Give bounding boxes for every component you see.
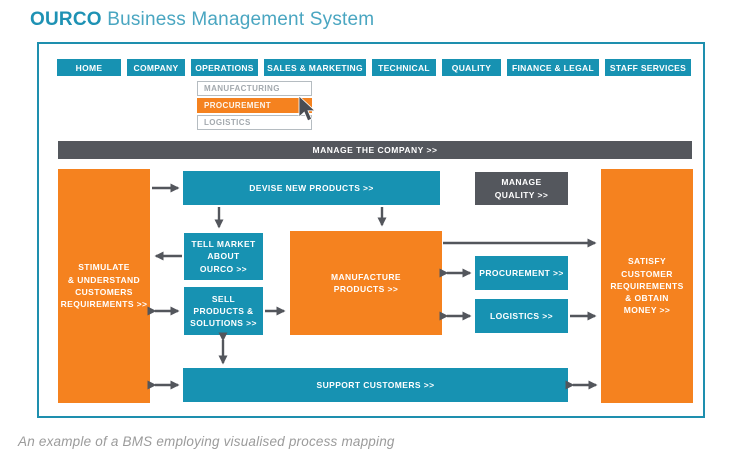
nav-item-finance-legal[interactable]: FINANCE & LEGAL [507,59,599,76]
box-stimulate-understand-customers[interactable]: STIMULATE & UNDERSTAND CUSTOMERS REQUIRE… [58,169,150,403]
operations-dropdown: MANUFACTURING PROCUREMENT LOGISTICS [197,81,312,132]
nav-item-operations[interactable]: OPERATIONS [191,59,258,76]
box-logistics[interactable]: LOGISTICS >> [475,299,568,333]
mouse-cursor-icon [298,96,317,122]
brand-name: OURCO [30,9,102,30]
nav-item-technical[interactable]: TECHNICAL [372,59,436,76]
dropdown-item-procurement[interactable]: PROCUREMENT [197,98,312,113]
main-nav: HOME COMPANY OPERATIONS SALES & MARKETIN… [57,59,691,76]
nav-item-staff-services[interactable]: STAFF SERVICES [605,59,691,76]
bms-frame: HOME COMPANY OPERATIONS SALES & MARKETIN… [37,42,705,418]
box-manage-quality[interactable]: MANAGE QUALITY >> [475,172,568,205]
box-satisfy-customer-requirements[interactable]: SATISFY CUSTOMER REQUIREMENTS & OBTAIN M… [601,169,693,403]
box-devise-new-products[interactable]: DEVISE NEW PRODUCTS >> [183,171,440,205]
box-sell-products-solutions[interactable]: SELL PRODUCTS & SOLUTIONS >> [184,287,263,335]
dropdown-item-manufacturing[interactable]: MANUFACTURING [197,81,312,96]
page-title: OURCO Business Management System [30,9,374,31]
box-support-customers[interactable]: SUPPORT CUSTOMERS >> [183,368,568,402]
nav-item-home[interactable]: HOME [57,59,121,76]
nav-item-company[interactable]: COMPANY [127,59,185,76]
manage-company-bar[interactable]: MANAGE THE COMPANY >> [58,141,692,159]
box-tell-market-about-ourco[interactable]: TELL MARKET ABOUT OURCO >> [184,233,263,280]
nav-item-sales-marketing[interactable]: SALES & MARKETING [264,59,366,76]
box-manufacture-products[interactable]: MANUFACTURE PRODUCTS >> [290,231,442,335]
box-procurement[interactable]: PROCUREMENT >> [475,256,568,290]
nav-item-quality[interactable]: QUALITY [442,59,501,76]
dropdown-item-logistics[interactable]: LOGISTICS [197,115,312,130]
figure-caption: An example of a BMS employing visualised… [18,434,395,449]
page-title-text: Business Management System [107,9,375,30]
